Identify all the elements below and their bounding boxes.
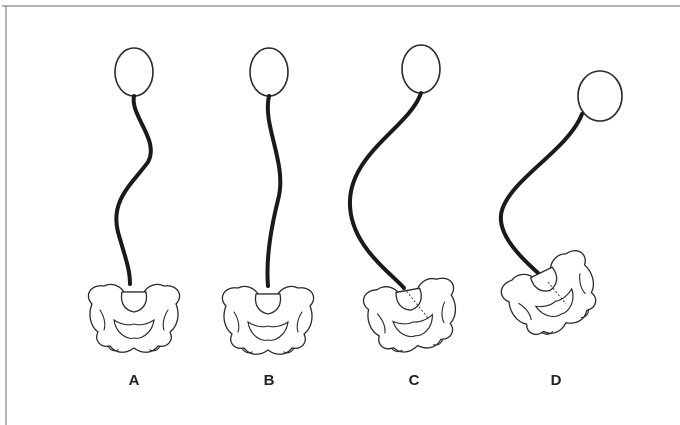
pelvis-a — [88, 284, 179, 352]
spine-b — [267, 96, 280, 286]
skull-c — [402, 45, 440, 93]
pelvis-d — [497, 246, 609, 347]
spine-c — [350, 93, 421, 288]
pelvis-c — [362, 275, 464, 358]
panel-label-a: A — [129, 372, 140, 389]
skull-d — [578, 71, 622, 121]
spine-a — [116, 96, 151, 284]
panel-label-b: B — [264, 372, 275, 389]
skull-a — [115, 48, 153, 96]
figure-b: B — [222, 48, 313, 389]
figure-a: A — [88, 48, 179, 389]
panel-label-d: D — [551, 372, 562, 389]
panel-label-c: C — [409, 372, 420, 389]
pelvis-b — [222, 286, 313, 354]
figure-c: C — [350, 45, 463, 389]
skull-b — [250, 48, 288, 96]
figure-d: D — [497, 71, 622, 389]
